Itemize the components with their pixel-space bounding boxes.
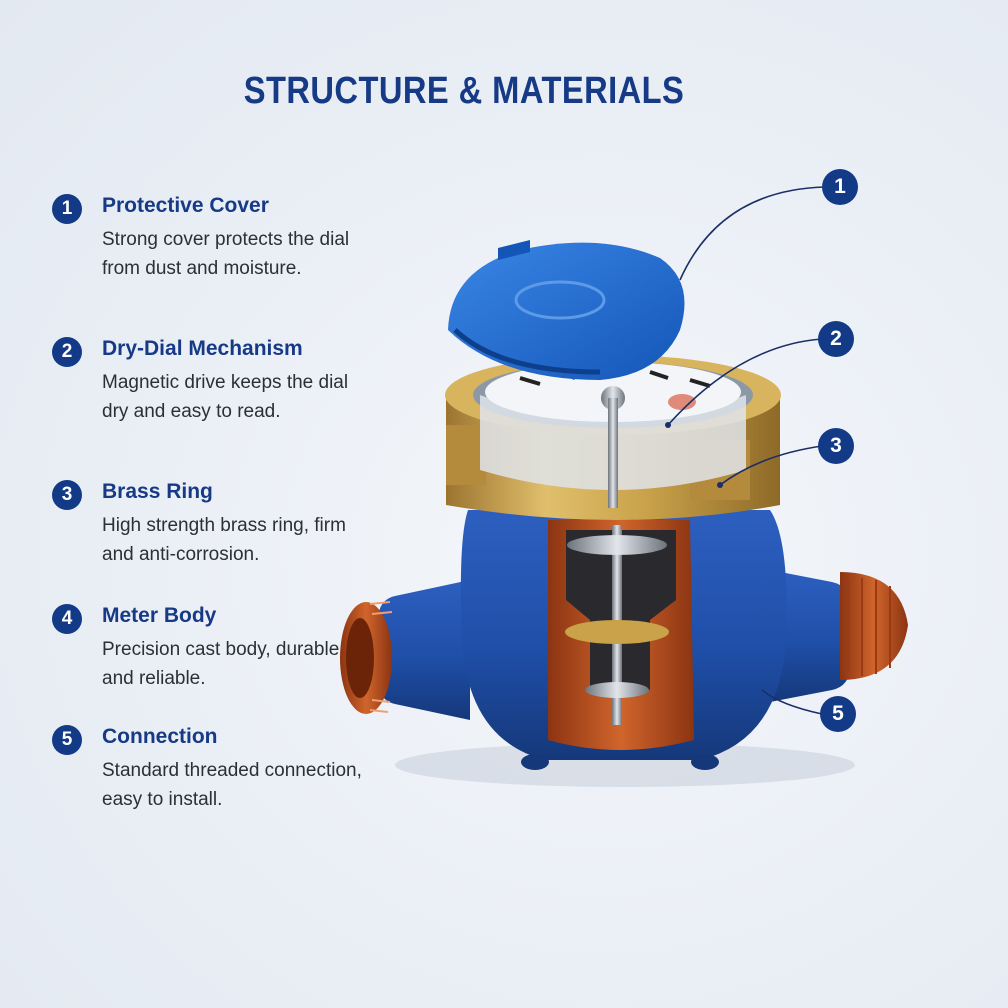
feature-title: Brass Ring — [102, 480, 213, 503]
callout-line-5 — [761, 689, 823, 715]
feature-description: Magnetic drive keeps the dial dry and ea… — [102, 372, 349, 422]
callout-badge-5: 5 — [820, 696, 856, 732]
page-title: STRUCTURE & MATERIALS — [243, 70, 685, 112]
feature-description: Precision cast body, durable and reliabl… — [102, 639, 340, 689]
meter-shadow — [395, 743, 855, 787]
left-connection — [340, 580, 470, 720]
feature-title: Protective Cover — [102, 194, 269, 217]
callout-line-1 — [679, 186, 826, 281]
feature-title: Connection — [102, 725, 218, 748]
protective-cover — [448, 240, 685, 380]
right-connection — [770, 570, 908, 702]
callout-line-2 — [667, 338, 823, 426]
feature-description: Standard threaded connection, easy to in… — [102, 760, 362, 810]
callout-badge-3: 3 — [818, 428, 854, 464]
feature-number-badge: 3 — [52, 480, 82, 510]
callout-line-3 — [719, 445, 823, 486]
feature-title: Dry-Dial Mechanism — [102, 337, 303, 360]
feature-number-badge: 2 — [52, 337, 82, 367]
feature-description: High strength brass ring, firm and anti-… — [102, 515, 346, 565]
feature-number-badge: 4 — [52, 604, 82, 634]
cutaway-section — [548, 520, 694, 750]
feature-number-badge: 1 — [52, 194, 82, 224]
callout-badge-1: 1 — [822, 169, 858, 205]
feature-title: Meter Body — [102, 604, 217, 627]
dial — [473, 362, 753, 508]
feature-number-badge: 5 — [52, 725, 82, 755]
feature-description: Strong cover protects the dial from dust… — [102, 229, 350, 279]
callout-badge-2: 2 — [818, 321, 854, 357]
